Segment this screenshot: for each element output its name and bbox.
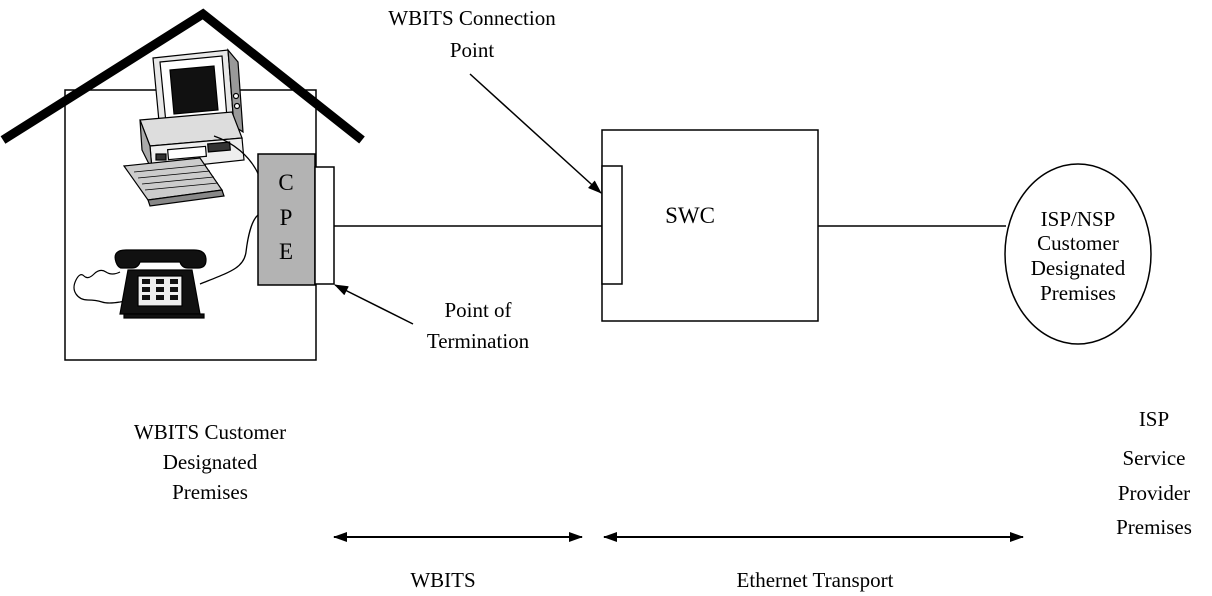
wbits-customer-label: WBITS Customer Designated Premises (134, 420, 286, 504)
cpe-letter-c: C (278, 170, 293, 195)
ethernet-span-label: Ethernet Transport (737, 568, 894, 592)
isp-nsp-premises: ISP/NSP Customer Designated Premises (1004, 163, 1152, 345)
cpe-letter-e: E (279, 239, 293, 264)
swc-label: SWC (665, 203, 715, 228)
isp-nsp-line4: Premises (1040, 281, 1116, 305)
isp-nsp-line1: ISP/NSP (1041, 207, 1116, 231)
isp-service-line2: Service (1123, 446, 1186, 470)
telephone-icon (73, 249, 207, 319)
isp-service-line4: Premises (1116, 515, 1192, 539)
isp-service-label: ISP Service Provider Premises (1116, 407, 1192, 539)
isp-service-line3: Provider (1118, 481, 1190, 505)
wbits-customer-line2: Designated (163, 450, 258, 474)
connection-point-line1: WBITS Connection (388, 6, 556, 30)
isp-nsp-line3: Designated (1031, 256, 1126, 280)
connection-point-plate (601, 165, 623, 285)
connection-point-arrow (469, 73, 602, 194)
wbits-customer-line3: Premises (172, 480, 248, 504)
wbits-span-label: WBITS (410, 568, 475, 592)
termination-line2: Termination (427, 329, 530, 353)
termination-arrow (334, 284, 414, 325)
isp-nsp-line2: Customer (1037, 231, 1119, 255)
cpe-box: C P E (257, 153, 316, 286)
phone-cable (199, 214, 259, 285)
termination-plate (314, 166, 335, 285)
connection-point-callout: WBITS Connection Point (388, 6, 602, 194)
termination-callout: Point of Termination (334, 284, 530, 353)
isp-service-line1: ISP (1139, 407, 1169, 431)
house-roof (0, 8, 365, 144)
wbits-customer-line1: WBITS Customer (134, 420, 286, 444)
connection-point-line2: Point (450, 38, 495, 62)
swc-box: SWC (601, 129, 819, 322)
termination-line1: Point of (444, 298, 511, 322)
cpe-letter-p: P (280, 205, 293, 230)
